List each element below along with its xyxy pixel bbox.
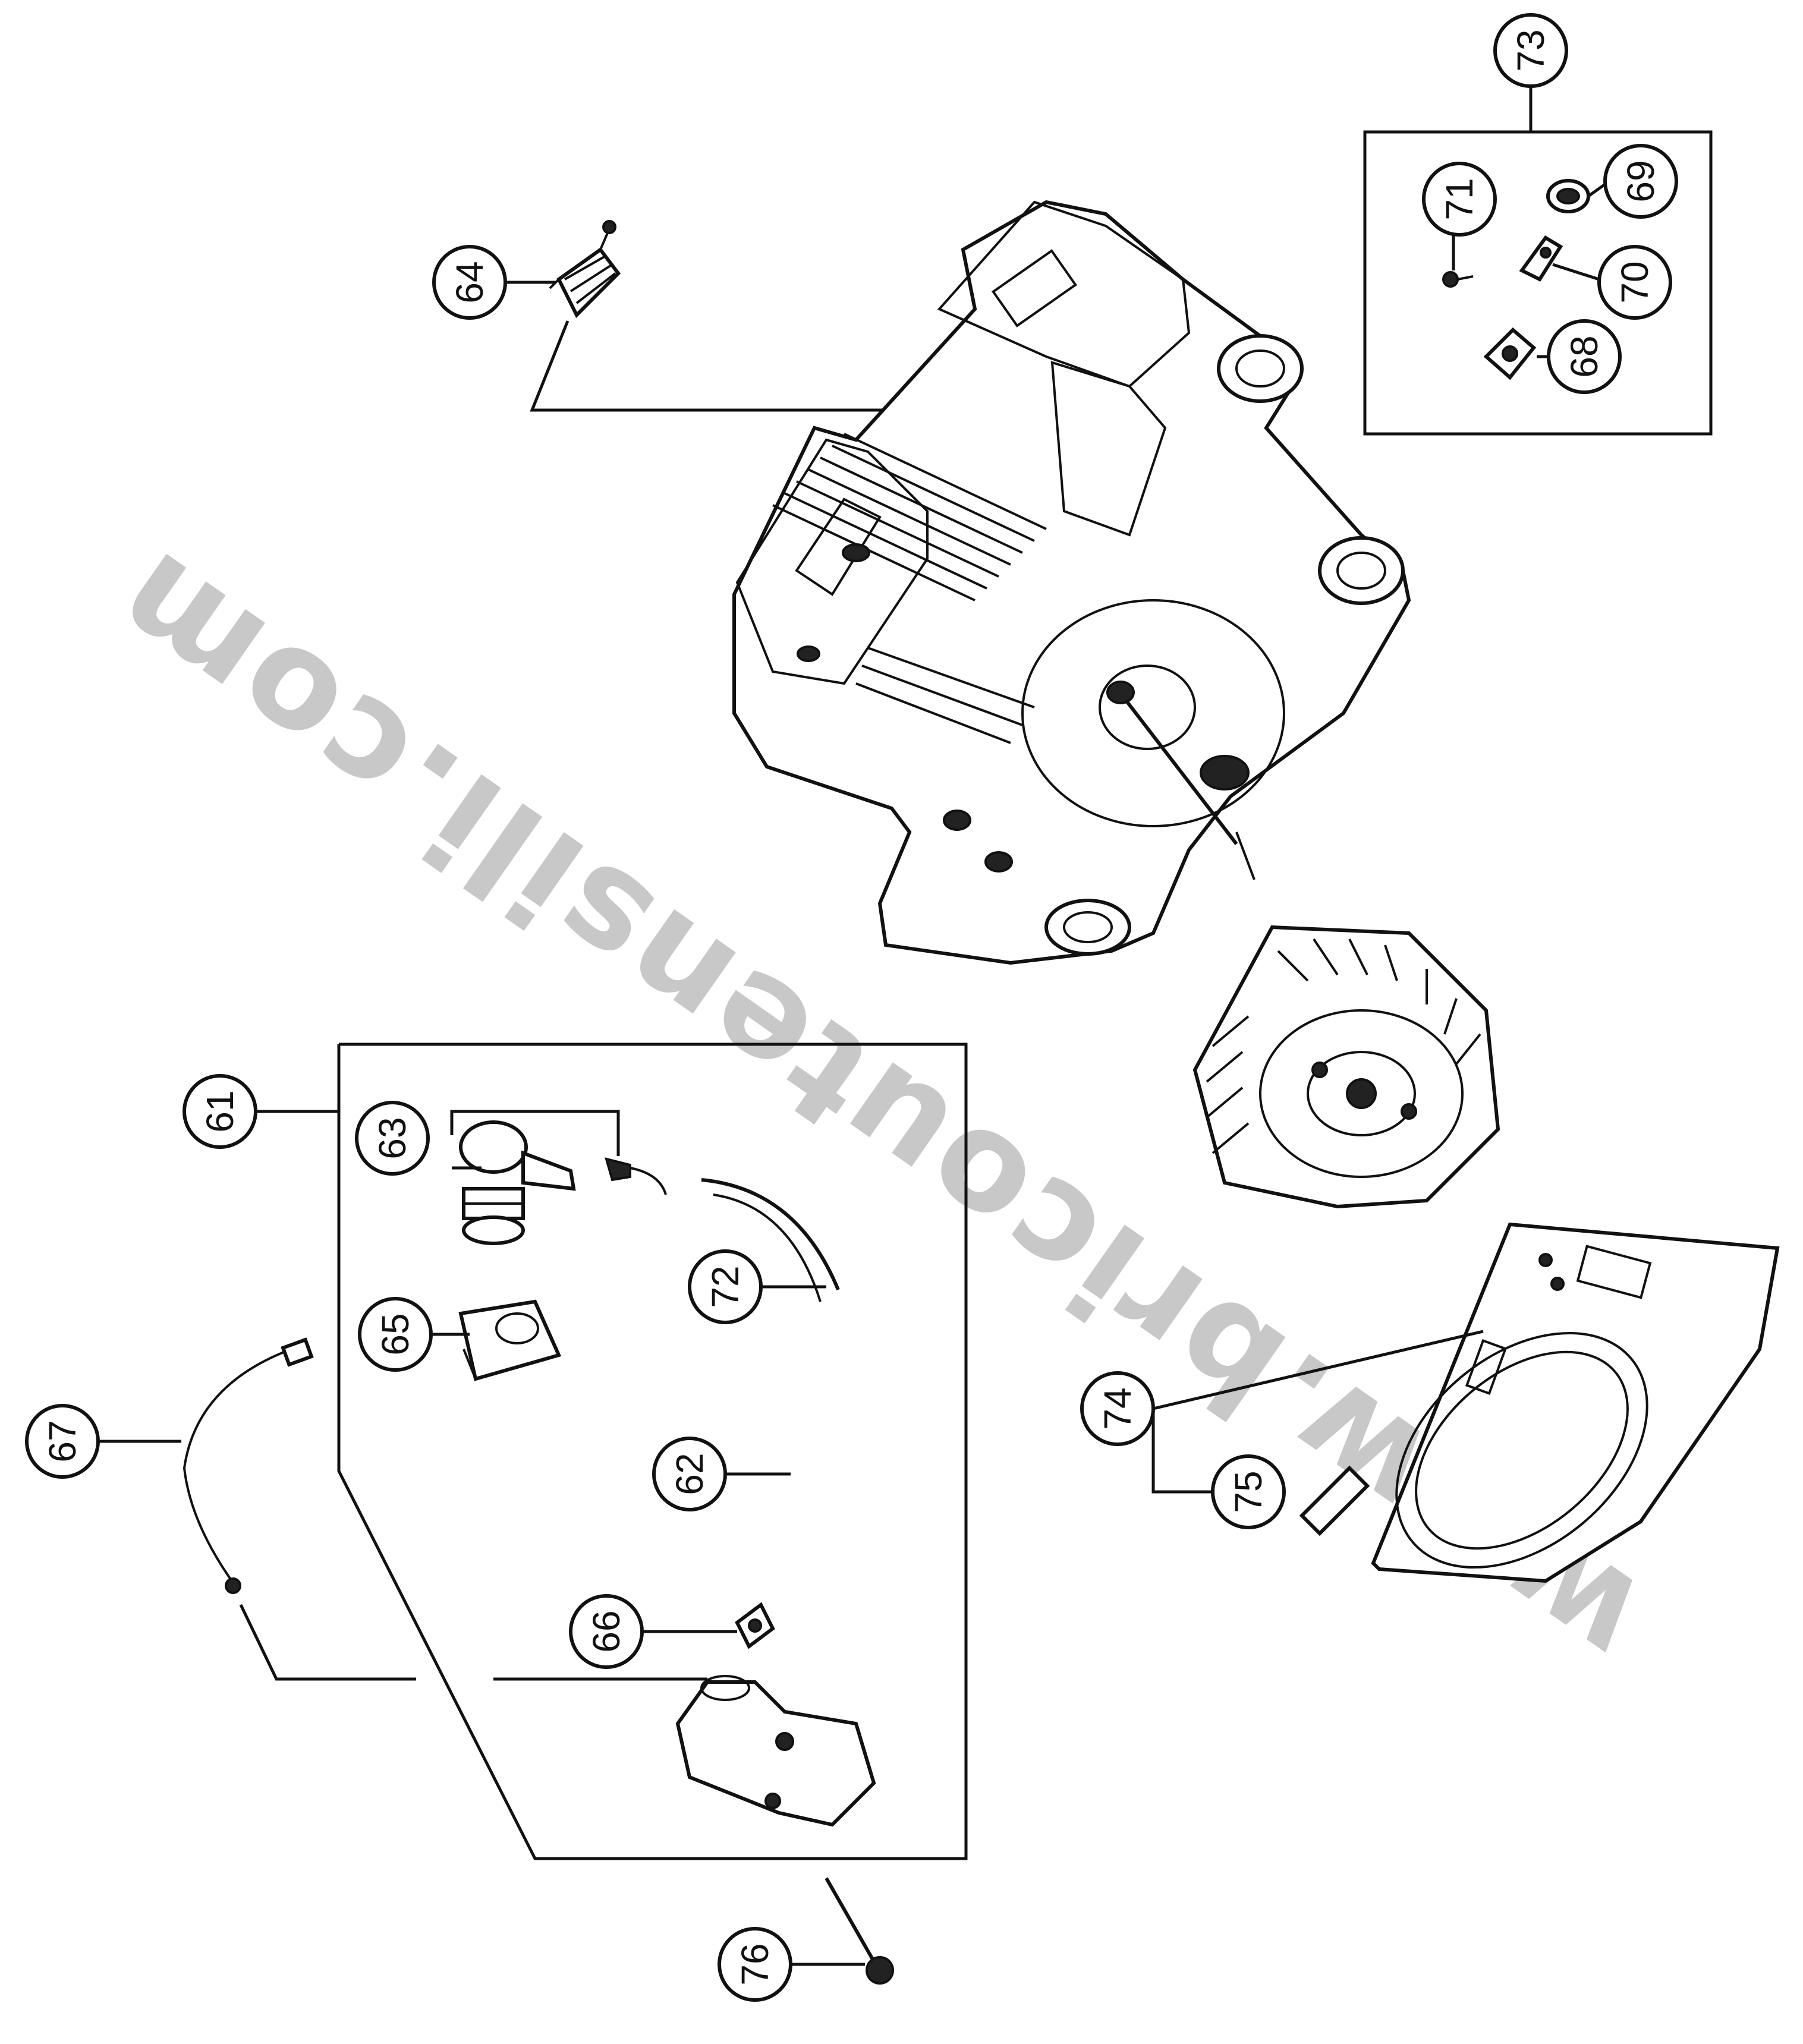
svg-text:64: 64: [448, 261, 491, 303]
svg-text:61: 61: [199, 1090, 241, 1132]
svg-text:62: 62: [668, 1453, 711, 1495]
callout-63: 63: [355, 1101, 430, 1176]
svg-text:76: 76: [734, 1943, 776, 1985]
callout-71: 71: [1422, 162, 1497, 237]
svg-text:65: 65: [374, 1313, 417, 1355]
svg-text:70: 70: [1613, 261, 1656, 303]
part-63-spring: [605, 1157, 667, 1195]
part-63-fuel-filter: [459, 1120, 576, 1245]
callout-76: 76: [718, 1927, 792, 2002]
callout-64: 64: [432, 245, 507, 320]
svg-text:75: 75: [1227, 1470, 1270, 1513]
pump-body: [675, 1675, 876, 1827]
leader-67-to-pump: [239, 1604, 416, 1681]
leader-74-upper: [1153, 1330, 1484, 1410]
svg-text:73: 73: [1509, 29, 1552, 71]
cylinder-fins: [772, 433, 1047, 744]
leader-70: [1552, 263, 1600, 281]
part-76-bolt: [825, 1877, 894, 1985]
callout-72: 72: [688, 1249, 763, 1324]
part-74-fan-cover: [1371, 1222, 1780, 1583]
parts-group-61: [256, 1043, 968, 1860]
callout-61: 61: [182, 1074, 257, 1149]
cylinder-head: [735, 438, 929, 685]
part-65-bracket: [458, 1299, 562, 1381]
part-71-screw: [1442, 271, 1474, 288]
svg-text:66: 66: [585, 1610, 628, 1652]
leader-69: [1587, 182, 1606, 198]
group-box-73: [1363, 130, 1713, 436]
svg-text:67: 67: [41, 1420, 84, 1462]
part-62-hose: [764, 1326, 838, 1583]
callout-75: 75: [1211, 1454, 1286, 1529]
part-70-lever: [1519, 235, 1563, 282]
callout-67: 67: [25, 1404, 100, 1479]
engine-crankcase-assembly: [732, 200, 1411, 965]
parts-group-73: [1363, 86, 1713, 436]
svg-text:69: 69: [1619, 160, 1662, 202]
svg-text:71: 71: [1438, 178, 1481, 220]
part-75-label: [1299, 1465, 1370, 1536]
callout-65: 65: [358, 1297, 433, 1372]
intake-frame: [937, 200, 1191, 388]
group-box-61: [337, 1043, 968, 1860]
callout-66: 66: [569, 1594, 644, 1669]
part-64-spark-plug: [549, 220, 621, 319]
svg-text:72: 72: [704, 1265, 747, 1308]
flywheel-fins: [1206, 938, 1481, 1154]
flywheel: [1192, 925, 1500, 1209]
leader-63: [450, 1110, 620, 1156]
svg-text:68: 68: [1563, 335, 1606, 377]
part-66-fitting: [735, 1602, 775, 1649]
part-67-cable: [182, 1337, 314, 1594]
callout-69: 69: [1603, 144, 1678, 219]
svg-text:63: 63: [371, 1117, 414, 1159]
callout-73: 73: [1493, 13, 1568, 88]
callout-70: 70: [1597, 245, 1672, 320]
leader-64-to-engine: [530, 320, 910, 412]
callout-68: 68: [1547, 319, 1622, 394]
part-69-cap: [1546, 179, 1590, 213]
crank-housing: [1021, 599, 1285, 827]
callout-62: 62: [652, 1437, 727, 1511]
callout-74: 74: [1080, 1371, 1155, 1446]
part-68-knob: [1483, 327, 1537, 380]
mount-rings: [1044, 334, 1405, 956]
svg-text:74: 74: [1096, 1387, 1139, 1429]
